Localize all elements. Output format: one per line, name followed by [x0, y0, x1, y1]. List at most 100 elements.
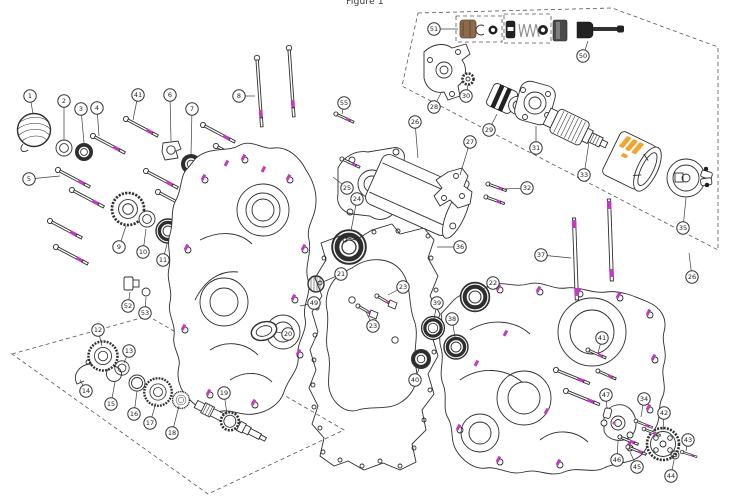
callout-34: 34 — [637, 392, 651, 418]
brush-terminal-kit — [459, 19, 498, 39]
washer-part — [114, 360, 130, 376]
callout-53: 53 — [138, 296, 152, 320]
svg-text:26: 26 — [411, 118, 419, 126]
seal-washer-part — [141, 287, 151, 297]
svg-text:20: 20 — [284, 330, 292, 338]
callout-50: 50 — [576, 40, 590, 63]
svg-text:7: 7 — [190, 105, 194, 113]
svg-text:51: 51 — [430, 25, 438, 33]
callout-17: 17 — [143, 402, 157, 430]
svg-text:53: 53 — [141, 309, 149, 317]
callout-42: 42 — [657, 406, 671, 431]
brush-kit-boundary — [455, 15, 503, 43]
callout-46: 46 — [610, 440, 624, 467]
callout-27: 27 — [459, 135, 477, 176]
svg-text:8: 8 — [237, 92, 241, 100]
callout-31: 31 — [529, 126, 543, 155]
bearing-part — [419, 314, 447, 342]
spring-clip-part — [75, 359, 93, 385]
callout-18: 18 — [165, 405, 180, 440]
svg-text:43: 43 — [684, 436, 692, 444]
callout-19: 19 — [217, 386, 231, 415]
svg-text:31: 31 — [532, 144, 540, 152]
svg-text:37: 37 — [537, 251, 545, 259]
callout-30: 30 — [459, 84, 473, 103]
bearing-part — [442, 333, 470, 361]
figure-title: Figure 1 — [346, 0, 384, 7]
svg-text:35: 35 — [679, 224, 687, 232]
svg-text:46: 46 — [613, 456, 621, 464]
oil-pump-part — [600, 404, 637, 441]
callout-21: 21 — [322, 267, 348, 283]
pump-washer-part — [670, 450, 680, 460]
callout-33: 33 — [577, 141, 591, 182]
callout-32: 32 — [503, 181, 534, 195]
svg-text:45: 45 — [633, 463, 641, 471]
oil-seal-part — [410, 348, 432, 370]
callout-28: 28 — [427, 92, 442, 114]
svg-text:27: 27 — [466, 138, 474, 146]
svg-text:4: 4 — [95, 104, 99, 112]
callout-12: 12 — [91, 323, 105, 347]
svg-text:36: 36 — [456, 243, 464, 251]
callout-43: 43 — [681, 433, 695, 452]
callout-24: 24 — [350, 192, 364, 232]
svg-text:14: 14 — [82, 387, 90, 395]
svg-text:18: 18 — [168, 429, 176, 437]
callout-8: 8 — [232, 89, 255, 103]
callout-26: 26 — [685, 252, 699, 284]
callout-5: 5 — [22, 172, 61, 186]
svg-text:38: 38 — [448, 315, 456, 323]
washer-part — [138, 210, 156, 228]
spring-part — [16, 112, 52, 153]
pump-sprocket-part — [645, 426, 681, 462]
callout-49: 49 — [299, 296, 321, 310]
bolt-hole-highlights — [180, 153, 307, 406]
callout-37: 37 — [534, 248, 572, 262]
callout-47: 47 — [599, 388, 613, 410]
callout-3: 3 — [74, 102, 88, 144]
svg-text:3: 3 — [79, 105, 83, 113]
starter-assembly-boundary — [401, 7, 719, 251]
starter-bracket — [433, 167, 473, 209]
crankcase-gasket — [308, 223, 441, 471]
svg-text:52: 52 — [124, 302, 132, 310]
washer-part — [55, 139, 73, 157]
sprocket-bolt — [679, 449, 698, 459]
svg-text:29: 29 — [485, 126, 493, 134]
svg-text:15: 15 — [107, 400, 115, 408]
armature-part — [542, 107, 609, 149]
svg-text:21: 21 — [337, 270, 345, 278]
driven-gear-part — [143, 377, 173, 407]
svg-text:1: 1 — [28, 92, 32, 100]
svg-text:26: 26 — [688, 273, 696, 281]
idler-gear-part — [461, 72, 475, 86]
callout-36: 36 — [437, 240, 467, 254]
spacer-sleeve-part — [552, 19, 568, 42]
svg-text:33: 33 — [580, 171, 588, 179]
svg-text:28: 28 — [430, 103, 438, 111]
bearing-part — [461, 283, 490, 312]
svg-text:24: 24 — [353, 195, 361, 203]
callout-20: 20 — [275, 327, 295, 341]
callout-45: 45 — [629, 451, 644, 474]
retainer-plate-part — [161, 140, 182, 161]
svg-text:10: 10 — [139, 248, 147, 256]
svg-text:9: 9 — [117, 243, 121, 251]
svg-text:50: 50 — [579, 52, 587, 60]
callout-44: 44 — [664, 459, 678, 483]
svg-text:13: 13 — [125, 347, 133, 355]
svg-text:55: 55 — [340, 99, 348, 107]
plunger-spring-kit — [505, 20, 548, 39]
dowel-pin-part — [602, 407, 613, 419]
svg-text:42: 42 — [660, 409, 668, 417]
callout-41: 41 — [595, 331, 609, 354]
callout-29: 29 — [482, 113, 498, 137]
callout-22: 22 — [479, 276, 500, 292]
callout-4: 4 — [90, 101, 104, 137]
oval-seal-inner — [255, 325, 273, 337]
bracket-bolt — [482, 193, 506, 207]
callout-51: 51 — [427, 22, 458, 36]
callout-35: 35 — [676, 197, 690, 235]
